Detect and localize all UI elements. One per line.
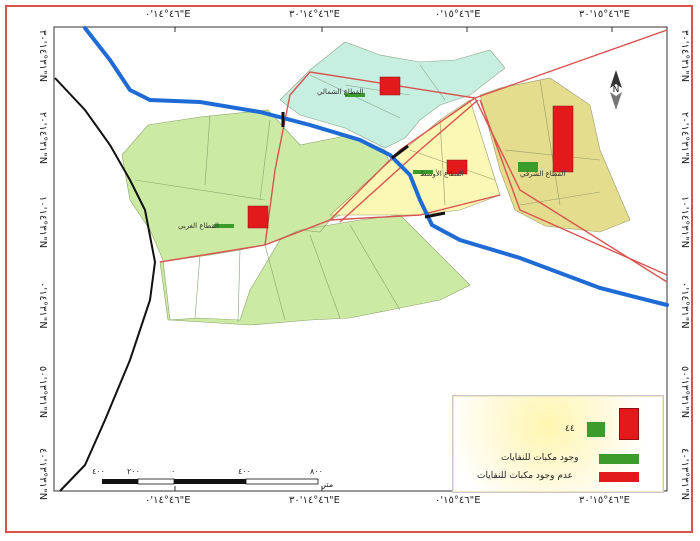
scale-label-5: ٨٠٠	[310, 467, 323, 476]
center-sector-red-bar	[446, 159, 468, 175]
center-sector-label: القطاع الأوسط	[420, 170, 464, 178]
north-arrow-icon: N	[610, 70, 622, 110]
coord-top-2: ٤٦°١٤'٣٠"E	[289, 9, 340, 20]
scale-label-4: ٤٠٠	[238, 467, 251, 476]
coord-right-2: ٣١°١٤'٢٠"N	[679, 112, 690, 165]
center-sector-green-bar	[413, 170, 433, 174]
coord-left-6: ٣١°١٣'٤٠"N	[37, 448, 48, 501]
legend-green-swatch	[599, 454, 639, 464]
coord-left-5: ٣١°١٣'٥٠"N	[37, 366, 48, 419]
scale-label-3: ٠	[171, 467, 176, 476]
west-sector-red-bar	[247, 205, 269, 229]
bridges	[281, 112, 446, 219]
north-sector-label: القطاع الشمالي	[317, 88, 364, 96]
legend: ٤٤ وجود مكبات للنفايات عدم وجود مكبات لل…	[452, 395, 664, 493]
scale-unit: متر	[322, 480, 334, 489]
legend-sample-red-bar	[619, 408, 639, 440]
map-area-border	[53, 26, 668, 492]
north-sector-red-bar	[379, 76, 401, 96]
coord-left-4: ٣١°١٤'٠"N	[37, 282, 48, 329]
boundary-line	[54, 77, 157, 492]
coord-bottom-2: ٤٦°١٤'٣٠"E	[289, 495, 340, 506]
coord-right-5: ٣١°١٣'٥٠"N	[679, 366, 690, 419]
coord-left-1: ٣١°١٤'٣٠"N	[37, 30, 48, 83]
legend-sample-green-bar	[587, 422, 605, 437]
east-sector-blocks	[504, 79, 601, 206]
north-letter: N	[613, 85, 620, 95]
coord-top-1: ٤٦°١٤'٠"E	[145, 9, 191, 20]
east-sector-red-bar	[552, 105, 574, 173]
scale-label-2: ٢٠٠	[127, 467, 140, 476]
coord-right-1: ٣١°١٤'٣٠"N	[679, 30, 690, 83]
scale-bar	[102, 478, 319, 485]
legend-red-label: عدم وجود مكبات للنفايات	[477, 471, 573, 481]
legend-red-swatch	[599, 472, 639, 482]
coord-bottom-4: ٤٦°١٥'٣٠"E	[579, 495, 630, 506]
coord-top-4: ٤٦°١٥'٣٠"E	[579, 9, 630, 20]
center-sector-area	[329, 99, 501, 216]
coord-left-2: ٣١°١٤'٢٠"N	[37, 112, 48, 165]
coord-right-4: ٣١°١٤'٠"N	[679, 282, 690, 329]
scale-label-1: ٤٠٠	[92, 467, 105, 476]
coord-bottom-1: ٤٦°١٤'٠"E	[145, 495, 191, 506]
river	[83, 26, 669, 307]
west-sector-green-bar	[214, 224, 234, 228]
legend-green-label: وجود مكبات للنفايات	[501, 453, 579, 463]
west-sector-blocks	[134, 114, 401, 323]
legend-number: ٤٤	[565, 424, 575, 434]
coord-right-3: ٣١°١٤'١٠"N	[679, 196, 690, 249]
coord-bottom-3: ٤٦°١٥'٠"E	[435, 495, 481, 506]
coord-top-3: ٤٦°١٥'٠"E	[435, 9, 481, 20]
coord-right-6: ٣١°١٣'٤٠"N	[679, 448, 690, 501]
west-sector-label: القطاع الغربي	[178, 222, 219, 230]
east-sector-label: القطاع الشرقي	[520, 170, 566, 178]
east-sector-green-bar	[518, 162, 538, 172]
coord-left-3: ٣١°١٤'١٠"N	[37, 196, 48, 249]
north-sector-green-bar	[345, 93, 365, 97]
